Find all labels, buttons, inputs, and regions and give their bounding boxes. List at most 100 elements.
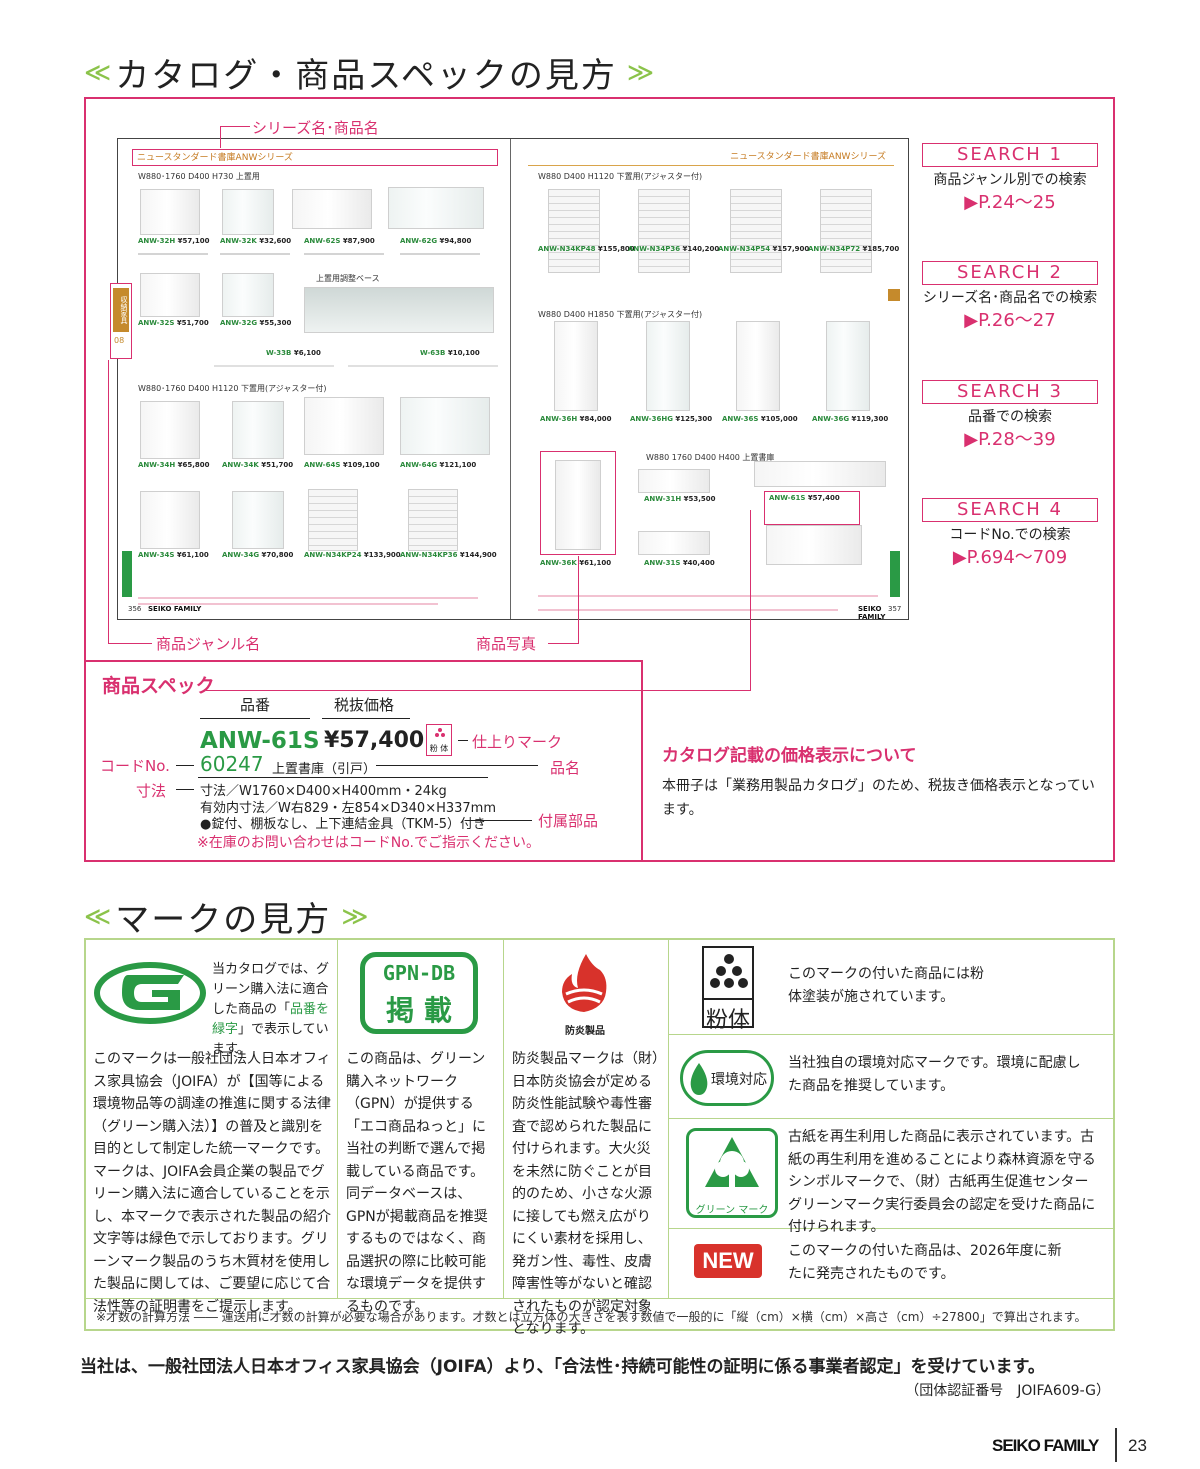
bracket — [322, 718, 410, 719]
green-mark-label: グリーン マーク — [695, 1205, 769, 1216]
product-label: ANW-34S ¥61,100 — [138, 551, 209, 559]
spec-price: ¥57,400 — [324, 728, 425, 753]
callout-product-photo: 商品写真 — [476, 635, 537, 653]
bracket — [376, 765, 538, 766]
product-photo — [304, 287, 494, 333]
section-heading: W880･1760 D400 H730 上置用 — [138, 172, 260, 181]
product-label: ANW-32K ¥32,600 — [220, 237, 292, 245]
product-label: W-33B ¥6,100 — [266, 349, 321, 357]
grid-line — [668, 939, 669, 1299]
product-label: ANW-36H ¥84,000 — [540, 415, 612, 423]
green-highlight-text: 品番を緑字 — [212, 1002, 330, 1037]
bracket — [472, 820, 532, 821]
search-3-badge: SEARCH 3 — [922, 380, 1098, 404]
callout-line — [108, 360, 109, 644]
search-3-page-link[interactable]: ▶P.28〜39 — [964, 429, 1056, 450]
powder-mark-text-label: 粉体 — [702, 998, 754, 1034]
product-photo — [408, 489, 458, 551]
spec-lines — [304, 253, 384, 255]
product-label: ANW-32S ¥51,700 — [138, 319, 209, 327]
search-2-page-link[interactable]: ▶P.26〜27 — [964, 310, 1056, 331]
marks-frame — [84, 938, 1115, 1331]
spread-brand-right: SEIKO FAMILY — [858, 605, 886, 621]
runhead-right: ニュースタンダード書庫ANWシリーズ — [528, 149, 894, 166]
eco-mark-label: 環境対応 — [711, 1072, 767, 1088]
label-code-no: コードNo. — [100, 757, 170, 775]
product-label: ANW-N34KP48 ¥155,800 — [538, 245, 635, 253]
tree-icon — [705, 1137, 759, 1187]
callout-line — [578, 556, 579, 644]
callout-line — [220, 126, 221, 148]
fire-mark-label: 防炎製品 — [565, 1026, 605, 1037]
product-photo — [388, 187, 484, 229]
product-photo — [555, 460, 601, 550]
page-number-right: 357 — [888, 605, 902, 613]
note-lines — [538, 595, 878, 597]
product-photo — [140, 273, 200, 317]
product-photo — [232, 401, 284, 459]
price-note-body: 本冊子は「業務用製品カタログ」のため、税抜き価格表示となっています。 — [662, 778, 1095, 818]
gpn-mark-text: この商品は、グリーン購入ネットワーク（GPN）が提供する「エコ商品ねっと」に当社… — [346, 1051, 488, 1315]
certification-statement: 当社は、一般社団法人日本オフィス家具協会（JOIFA）より、「合法性･持続可能性… — [80, 1357, 1045, 1377]
grid-line — [337, 939, 338, 1299]
product-label: ANW-34K ¥51,700 — [222, 461, 294, 469]
search-1-page-link[interactable]: ▶P.24〜25 — [964, 192, 1056, 213]
green-mark-short-text: 当カタログでは、グリーン購入法に適合した商品の「品番を緑字」で表示しています。 — [212, 962, 330, 1057]
product-label: W-63B ¥10,100 — [420, 349, 480, 357]
spec-code: ANW-61S — [200, 728, 320, 754]
product-photo — [140, 401, 200, 459]
new-mark-icon: NEW — [694, 1244, 762, 1278]
note-lines — [138, 603, 438, 605]
product-photo — [638, 189, 690, 273]
page-number: 23 — [1128, 1436, 1147, 1455]
product-label: ANW-36G ¥119,300 — [812, 415, 889, 423]
code-highlight: ANW-61S ¥57,400 — [764, 491, 860, 525]
photo-highlight — [540, 451, 616, 555]
product-label: ANW-32H ¥57,100 — [138, 237, 210, 245]
callout-line — [220, 126, 250, 127]
catalog-heading-title: カタログ・商品スペックの見方 — [115, 56, 617, 96]
certification-number: （団体認証番号 JOIFA609-G） — [905, 1383, 1110, 1399]
product-label: ANW-64S ¥109,100 — [304, 461, 380, 469]
spec-lines — [138, 253, 208, 255]
product-label: ANW-62S ¥87,900 — [304, 237, 375, 245]
product-photo — [754, 461, 886, 487]
label-product-name: 品名 — [550, 759, 581, 777]
section-heading: W880 1760 D400 H400 上置書庫 — [646, 453, 775, 462]
product-photo — [638, 469, 710, 493]
product-label: ANW-36S ¥105,000 — [722, 415, 798, 423]
product-label: ANW-N34P54 ¥157,900 — [718, 245, 810, 253]
grid-line — [669, 1118, 1114, 1119]
spec-lines — [400, 253, 480, 255]
fire-retardant-mark-icon — [562, 954, 607, 1012]
bracket — [458, 740, 468, 741]
green-mark-icon: グリーン マーク — [686, 1128, 778, 1218]
eco-mark-icon: 環境対応 — [680, 1050, 774, 1106]
product-label: ANW-36K ¥61,100 — [540, 559, 612, 567]
product-photo — [730, 189, 782, 273]
green-mark-text: 古紙を再生利用した商品に表示されています。古紙の再生利用を進めることにより森林資… — [788, 1129, 1096, 1235]
powder-mark-text: このマークの付いた商品には粉体塗装が施されています。 — [788, 966, 984, 1005]
search-4-page-link[interactable]: ▶P.694〜709 — [952, 547, 1068, 568]
powder-dots-icon — [434, 728, 446, 740]
search-2-badge: SEARCH 2 — [922, 261, 1098, 285]
product-label: ANW-N34P72 ¥185,700 — [808, 245, 900, 253]
product-label: ANW-62G ¥94,800 — [400, 237, 472, 245]
leaf-icon — [690, 1063, 708, 1095]
product-photo — [304, 397, 384, 455]
product-photo — [400, 397, 490, 455]
grid-line — [669, 1034, 1114, 1035]
callout-genre-name: 商品ジャンル名 — [156, 635, 261, 653]
grid-line — [503, 939, 504, 1299]
callout-line — [750, 510, 751, 690]
gpn-mark-sub: 掲 載 — [386, 994, 452, 1027]
divider — [198, 777, 488, 778]
product-label: ANW-34G ¥70,800 — [222, 551, 294, 559]
powder-finish-mark: 粉 体 — [426, 724, 452, 756]
label-finish-mark: 仕上りマーク — [472, 733, 563, 751]
green-mark-long-text: このマークは一般社団法人日本オフィス家具協会（JOIFA）が【国等による環境物品… — [93, 1051, 331, 1315]
callout-series-name: シリーズ名･商品名 — [252, 119, 379, 137]
product-photo — [308, 489, 358, 551]
heading-deco-left: ≪ — [84, 57, 111, 88]
section-heading: W880･1760 D400 H1120 下置用(アジャスター付) — [138, 384, 327, 393]
